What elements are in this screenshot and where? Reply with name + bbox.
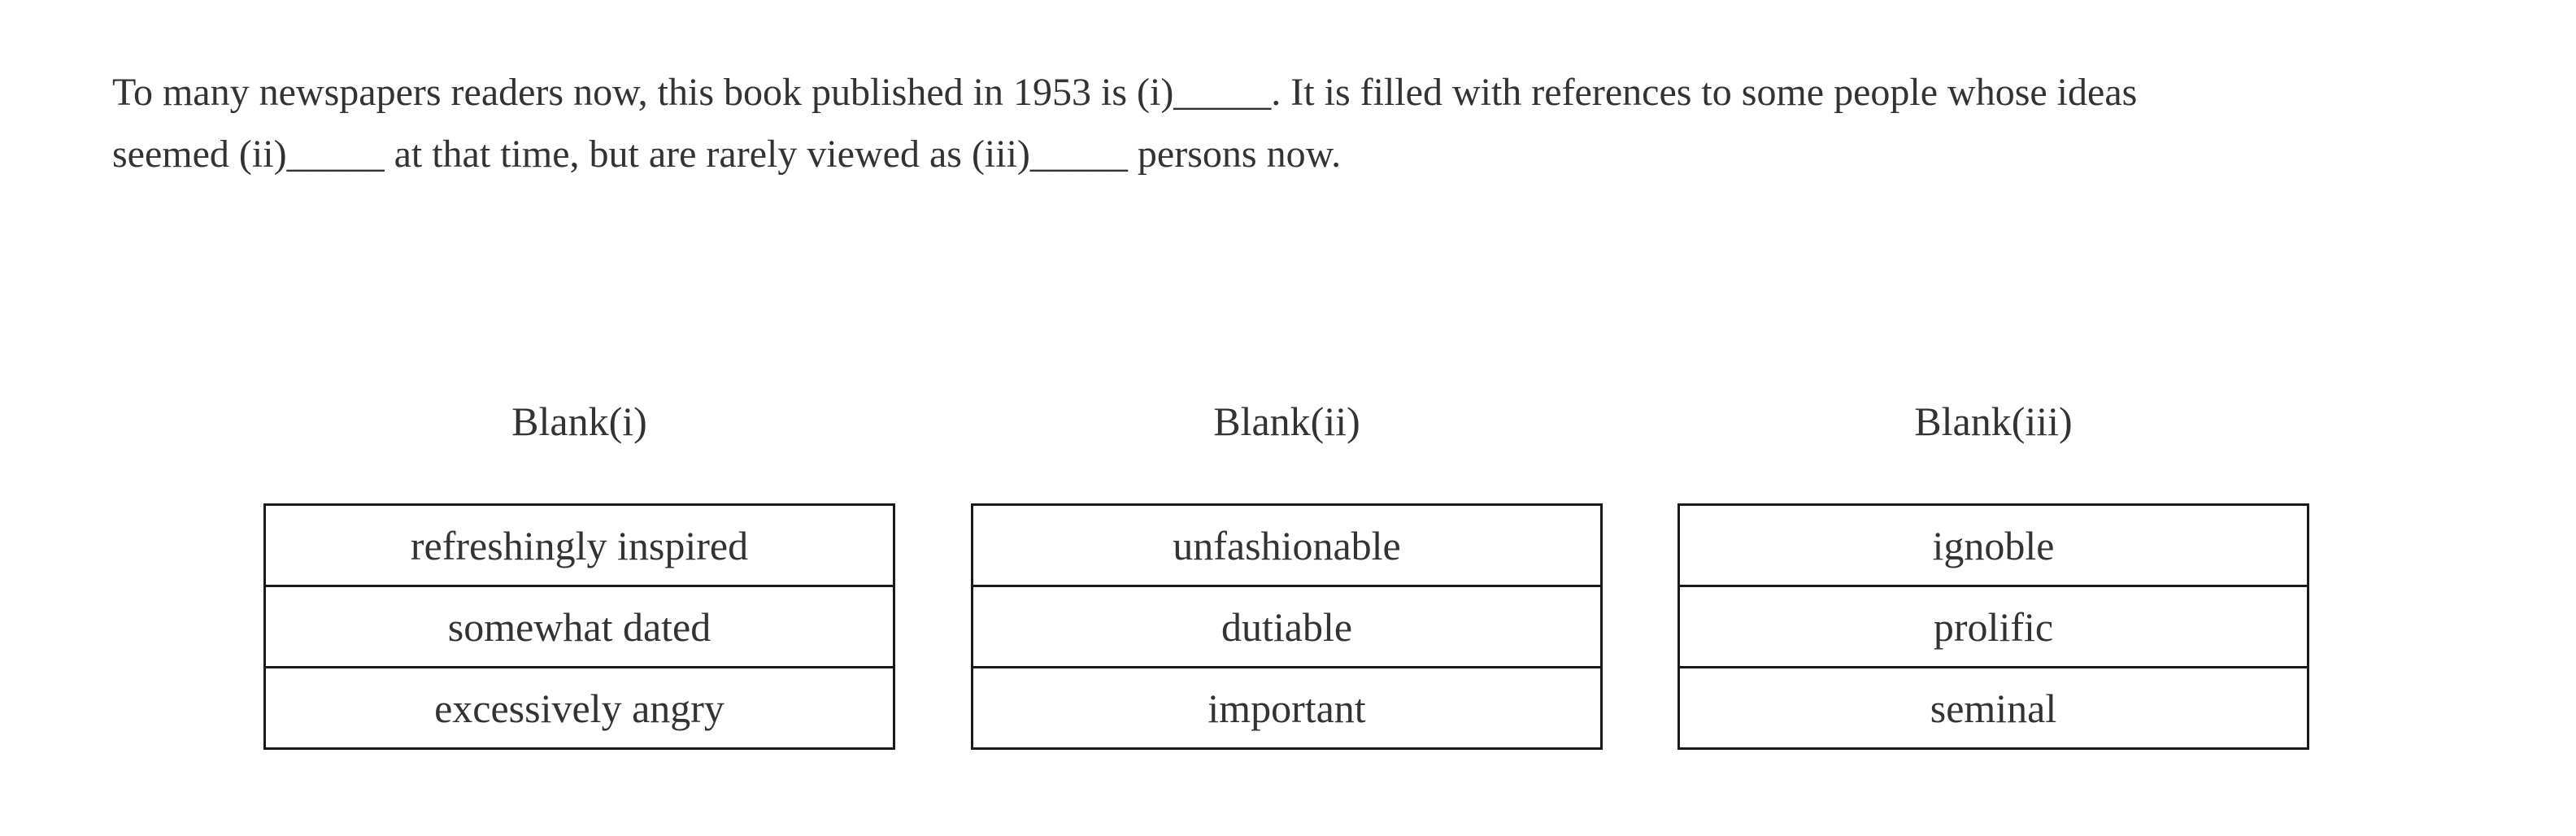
blank-3-header: Blank(iii) bbox=[1914, 398, 2073, 444]
blank-3-option-2[interactable]: prolific bbox=[1677, 585, 2309, 668]
blank-2-option-2[interactable]: dutiable bbox=[971, 585, 1603, 668]
blank-3-option-3[interactable]: seminal bbox=[1677, 666, 2309, 750]
blank-1-header: Blank(i) bbox=[511, 398, 647, 444]
question-line-2: seemed (ii)_____ at that time, but are r… bbox=[112, 133, 1342, 176]
blank-2-header: Blank(ii) bbox=[1213, 398, 1360, 444]
question-text: To many newspapers readers now, this boo… bbox=[112, 62, 2470, 185]
blank-3-option-1[interactable]: ignoble bbox=[1677, 503, 2309, 587]
blank-2-option-1[interactable]: unfashionable bbox=[971, 503, 1603, 587]
blank-1-choices: refreshingly inspired somewhat dated exc… bbox=[263, 503, 895, 750]
blank-2-option-3[interactable]: important bbox=[971, 666, 1603, 750]
question-line-1: To many newspapers readers now, this boo… bbox=[112, 71, 2138, 114]
blank-1-option-3[interactable]: excessively angry bbox=[263, 666, 895, 750]
blank-2-choices: unfashionable dutiable important bbox=[971, 503, 1603, 750]
blank-3-choices: ignoble prolific seminal bbox=[1677, 503, 2309, 750]
blank-1-option-2[interactable]: somewhat dated bbox=[263, 585, 895, 668]
blank-1-option-1[interactable]: refreshingly inspired bbox=[263, 503, 895, 587]
